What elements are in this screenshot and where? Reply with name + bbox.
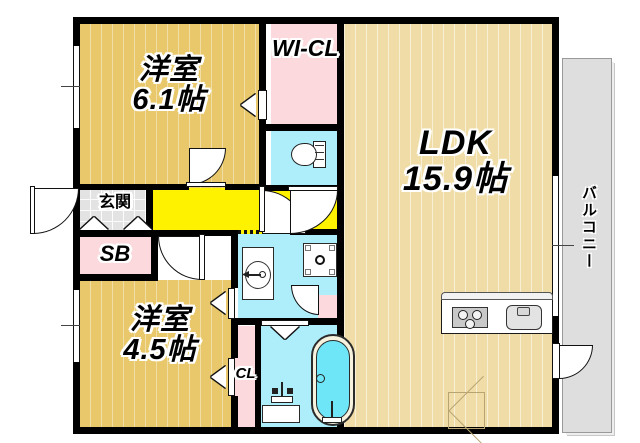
washing-machine-drain [315,255,325,265]
wall-room-top-bottom-b [225,184,261,190]
bathtub-faucet-base [322,417,342,423]
stove-burner-3 [465,319,475,329]
wall-wic-left-lower [259,117,266,188]
door-wic-folding-marker[interactable] [241,94,256,116]
closet-cl-text: CL [235,365,256,382]
wall-room-top-bottom [79,184,189,190]
door-room-bottom-swing[interactable] [158,236,202,280]
wall-corridor-bottom-left [158,230,238,236]
balcony-text: バルコニー [580,185,597,270]
toilet-bowl [291,143,317,166]
toilet-tank-lines [315,145,324,147]
window-left-upper-line [61,86,80,88]
stove-burner-1 [458,310,468,320]
closet-cl-label: CL [231,366,260,382]
genkan-text: 玄関 [98,194,131,211]
door-cl-marker-lower[interactable] [211,366,226,388]
door-room-top-panel[interactable] [186,182,226,187]
ldk-label: LDK 15.9帖 [383,124,528,198]
vanity-faucet-stem [245,274,261,276]
door-cl-panel-upper[interactable] [228,288,235,319]
closet-wic-text: WI-CL [272,35,339,61]
door-bath-panel[interactable] [261,320,309,326]
ps-meter-box [448,392,485,429]
wall-room-bottom-right [231,236,238,288]
wall-ldk-left-lower [337,234,344,434]
genkan-label: 玄関 [83,194,147,212]
door-room-bottom-panel[interactable] [199,234,205,280]
wall-cl-bath [255,324,261,434]
ldk-size: 15.9帖 [402,159,509,198]
washing-pan-corner-br [329,269,335,275]
wall-wic-toilet [259,124,344,131]
room-washitsu-top-name: 洋室 [138,54,199,86]
bathtub-faucet-stem [331,401,333,419]
door-balcony-panel[interactable] [552,343,560,379]
bathtub-drain [316,374,325,383]
balcony-label: バルコニー [578,185,599,270]
wall-outer-bottom [73,427,559,434]
wall-outer-top [73,17,559,24]
genkan-step-marker-right [124,217,152,230]
door-entrance-panel[interactable] [30,186,35,234]
room-washitsu-bottom-label: 洋室 4.5帖 [95,305,225,366]
stove-burner-2 [472,310,482,320]
door-ldk-panel[interactable] [288,186,338,191]
washing-pan-corner-tr [329,245,335,251]
wall-sb-right [151,230,158,281]
room-washitsu-bottom-size: 4.5帖 [123,334,197,367]
kitchen-faucet [517,307,530,316]
closet-wic-floor [271,23,338,124]
washing-pan-corner-tl [305,245,311,251]
door-cl-panel-lower[interactable] [228,358,235,396]
toilet-tank-lines-2 [315,152,324,154]
ldk-name: LDK [419,124,492,162]
wall-room-bottom-right-b [231,318,238,358]
room-washitsu-bottom-name: 洋室 [129,304,190,336]
room-washitsu-top-size: 6.1帖 [132,84,206,117]
washroom-pink-strip [318,295,340,325]
door-wic-panel[interactable] [258,90,267,120]
room-washitsu-bottom-floor [79,280,231,433]
room-washitsu-top-label: 洋室 6.1帖 [104,55,234,116]
genkan-step-marker-left [80,217,108,230]
shower-mixer-right [287,388,293,394]
wall-corridor-bottom-right [290,229,344,235]
shoebox-floor [79,237,152,277]
wall-room-bottom-right-c [231,396,238,434]
window-left-lower-line [61,325,80,327]
washing-pan-corner-bl [305,269,311,275]
shower-counter [262,405,300,423]
shoebox-text: SB [99,241,131,266]
wall-genkan-right [146,184,153,234]
kitchen-backsplash [441,292,553,300]
door-toilet-panel[interactable] [259,186,265,232]
door-cl-marker-upper[interactable] [211,292,226,314]
ldk-floor [344,23,553,433]
wall-sb-bottom [73,274,158,281]
toilet-tank-lines-3 [315,159,324,161]
shoebox-label: SB [83,242,147,265]
shower-faucet-base [271,396,293,403]
wall-genkan-bottom [73,230,153,237]
shower-mixer-left [272,388,278,394]
wall-outer-left [73,17,80,434]
closet-wic-label: WI-CL [272,35,339,61]
vanity-faucet-head [242,271,249,278]
door-bath-marker[interactable] [271,326,299,339]
shower-faucet-stem [281,382,283,398]
room-washitsu-top-floor [79,23,259,188]
wall-wic-left [259,17,266,92]
vanity-drain [259,271,266,278]
kitchen-sink [506,305,542,330]
window-ldk-balcony-line [552,245,574,247]
